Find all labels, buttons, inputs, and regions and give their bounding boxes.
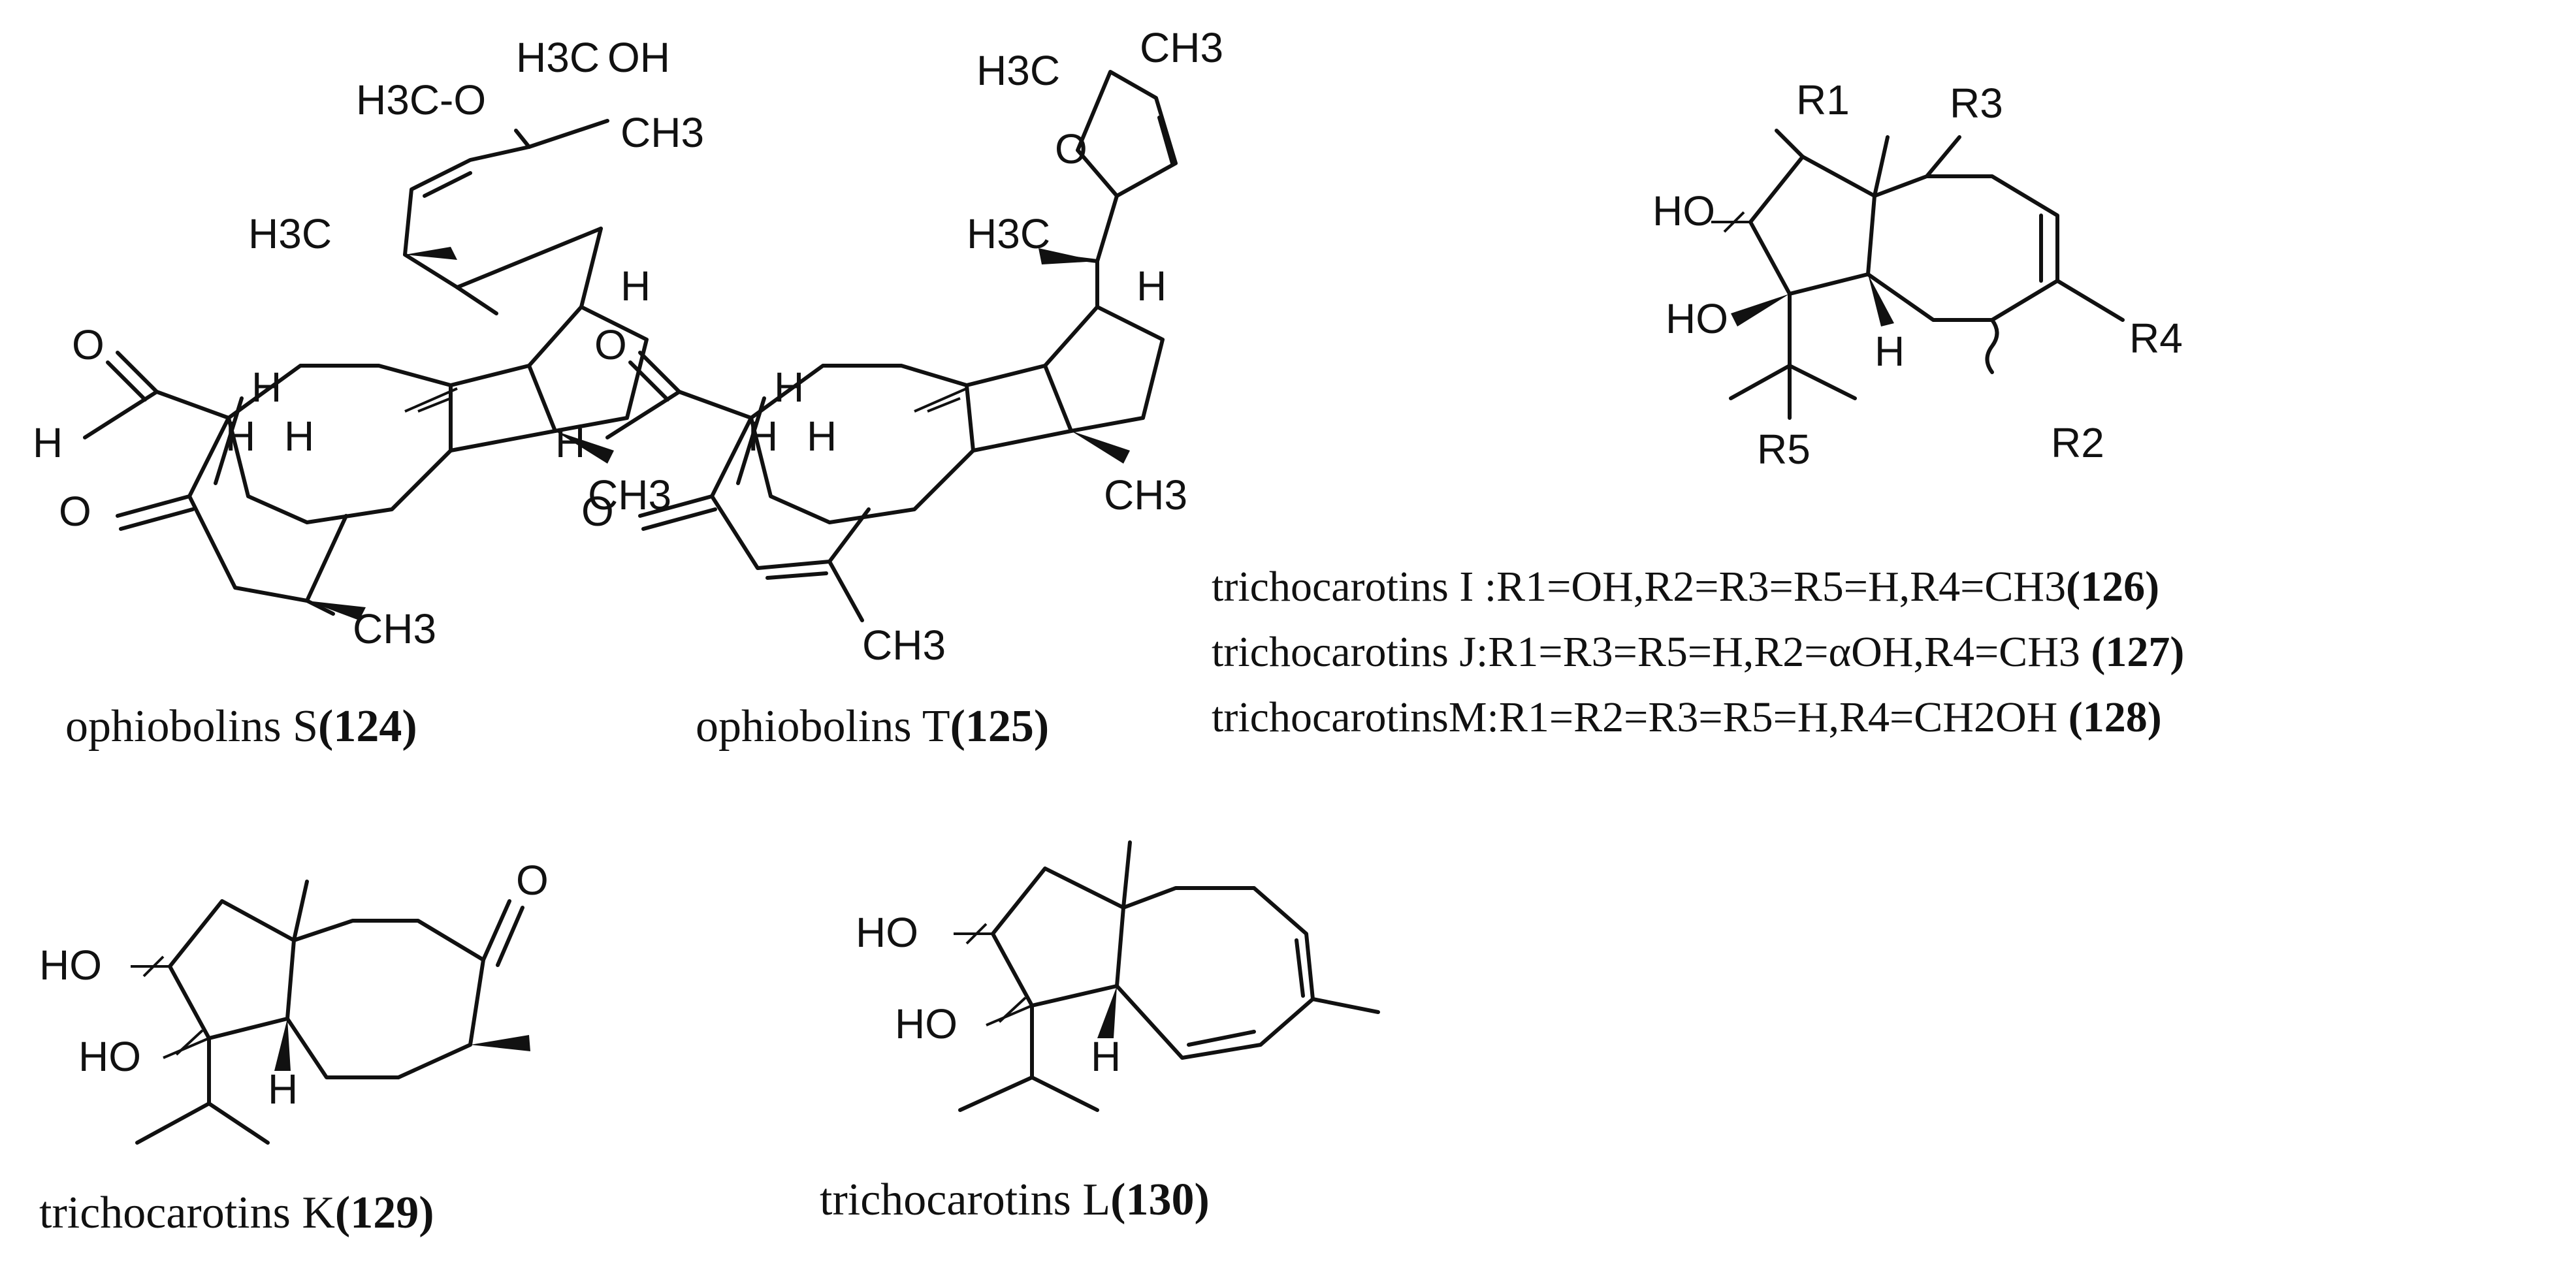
structure-129: O HO HO H xyxy=(39,857,549,1145)
atom-label: R5 xyxy=(1757,426,1811,473)
atom-label: R3 xyxy=(1950,80,2003,127)
legend-number: 128 xyxy=(2083,693,2148,741)
compound-name: trichocarotins L xyxy=(820,1175,1110,1225)
atom-label: CH3 xyxy=(620,109,704,156)
svg-text:trichocarotinsM:R1=R2=R3=R5=H,: trichocarotinsM:R1=R2=R3=R5=H,R4=CH2OH (… xyxy=(1212,693,2162,741)
compound-number: 130 xyxy=(1125,1175,1194,1225)
atom-label: H xyxy=(284,413,314,460)
atom-label: H3C xyxy=(516,34,600,81)
atom-label: O xyxy=(594,321,627,368)
atom-label: HO xyxy=(1666,295,1728,342)
atom-label: H3C xyxy=(248,210,332,257)
atom-label: O xyxy=(1055,125,1087,172)
structure-124: H3C-O H3C OH CH3 H3C H O H H H H CH3 O C… xyxy=(33,34,704,652)
atom-label: HO xyxy=(895,1000,958,1047)
atom-label: CH3 xyxy=(353,605,436,652)
compound-number: 124 xyxy=(333,701,402,752)
atom-label: HO xyxy=(39,942,102,989)
compound-number: 129 xyxy=(350,1188,419,1238)
atom-label: H xyxy=(225,413,255,460)
atom-label: O xyxy=(72,321,105,368)
atom-label: O xyxy=(59,488,91,535)
compound-name: trichocarotins K xyxy=(39,1188,335,1238)
atom-label: R2 xyxy=(2051,419,2104,466)
svg-text:trichocarotins J:R1=R3=R5=H,R2: trichocarotins J:R1=R3=R5=H,R2=αOH,R4=CH… xyxy=(1212,628,2184,676)
atom-label: OH xyxy=(607,34,670,81)
atom-label: R4 xyxy=(2129,315,2183,362)
svg-text:ophiobolins S(124): ophiobolins S(124) xyxy=(65,701,417,752)
atom-label: HO xyxy=(78,1033,141,1080)
atom-label: HO xyxy=(856,909,918,956)
svg-text:trichocarotins L(130): trichocarotins L(130) xyxy=(820,1175,1210,1225)
caption-124: ophiobolins S(124) xyxy=(65,701,417,752)
legend-text: trichocarotinsM:R1=R2=R3=R5=H,R4=CH2OH xyxy=(1212,693,2069,741)
atom-label: HO xyxy=(1652,187,1715,234)
atom-label: H3C xyxy=(976,47,1060,94)
svg-text:ophiobolins T(125): ophiobolins T(125) xyxy=(696,701,1049,752)
atom-label: H xyxy=(620,262,651,310)
atom-label: H xyxy=(774,364,804,411)
caption-130: trichocarotins L(130) xyxy=(820,1175,1210,1225)
svg-text:trichocarotins I :R1=OH,R2=R3=: trichocarotins I :R1=OH,R2=R3=R5=H,R4=CH… xyxy=(1212,563,2159,611)
atom-label: H3C xyxy=(967,210,1050,257)
atom-label: CH3 xyxy=(862,622,946,669)
atom-label: H xyxy=(748,413,778,460)
atom-label: H xyxy=(268,1066,298,1113)
atom-label: H xyxy=(807,413,837,460)
caption-125: ophiobolins T(125) xyxy=(696,701,1049,752)
atom-label: H xyxy=(555,419,585,466)
legend-126-128: trichocarotins I :R1=OH,R2=R3=R5=H,R4=CH… xyxy=(1212,563,2184,741)
structure-125: H3C CH3 O H3C H O H H H H CH3 O CH3 xyxy=(555,24,1223,669)
compound-name: ophiobolins S xyxy=(65,701,318,752)
atom-label: H xyxy=(251,364,282,411)
legend-number: 126 xyxy=(2080,563,2145,611)
atom-label: H xyxy=(1875,328,1905,375)
structure-130: HO HO H xyxy=(856,840,1380,1112)
legend-number: 127 xyxy=(2105,628,2170,676)
atom-label: H xyxy=(1136,262,1167,310)
atom-label: R1 xyxy=(1796,76,1850,123)
compound-name: ophiobolins T xyxy=(696,701,950,752)
atom-label: O xyxy=(516,857,549,904)
legend-text: trichocarotins J:R1=R3=R5=H,R2=αOH,R4=CH… xyxy=(1212,628,2091,676)
atom-label: H xyxy=(1091,1033,1121,1080)
atom-label: H xyxy=(33,419,63,466)
structure-generic-126-128: R1 R3 HO HO H R4 R2 R5 xyxy=(1652,76,2183,473)
atom-label: CH3 xyxy=(1140,24,1223,71)
atom-label: H3C-O xyxy=(356,76,486,123)
atom-label: CH3 xyxy=(1104,471,1187,518)
svg-text:trichocarotins K(129): trichocarotins K(129) xyxy=(39,1188,434,1238)
legend-text: trichocarotins I :R1=OH,R2=R3=R5=H,R4=CH… xyxy=(1212,563,2066,611)
compound-number: 125 xyxy=(965,701,1034,752)
caption-129: trichocarotins K(129) xyxy=(39,1188,434,1238)
atom-label: O xyxy=(581,488,614,535)
